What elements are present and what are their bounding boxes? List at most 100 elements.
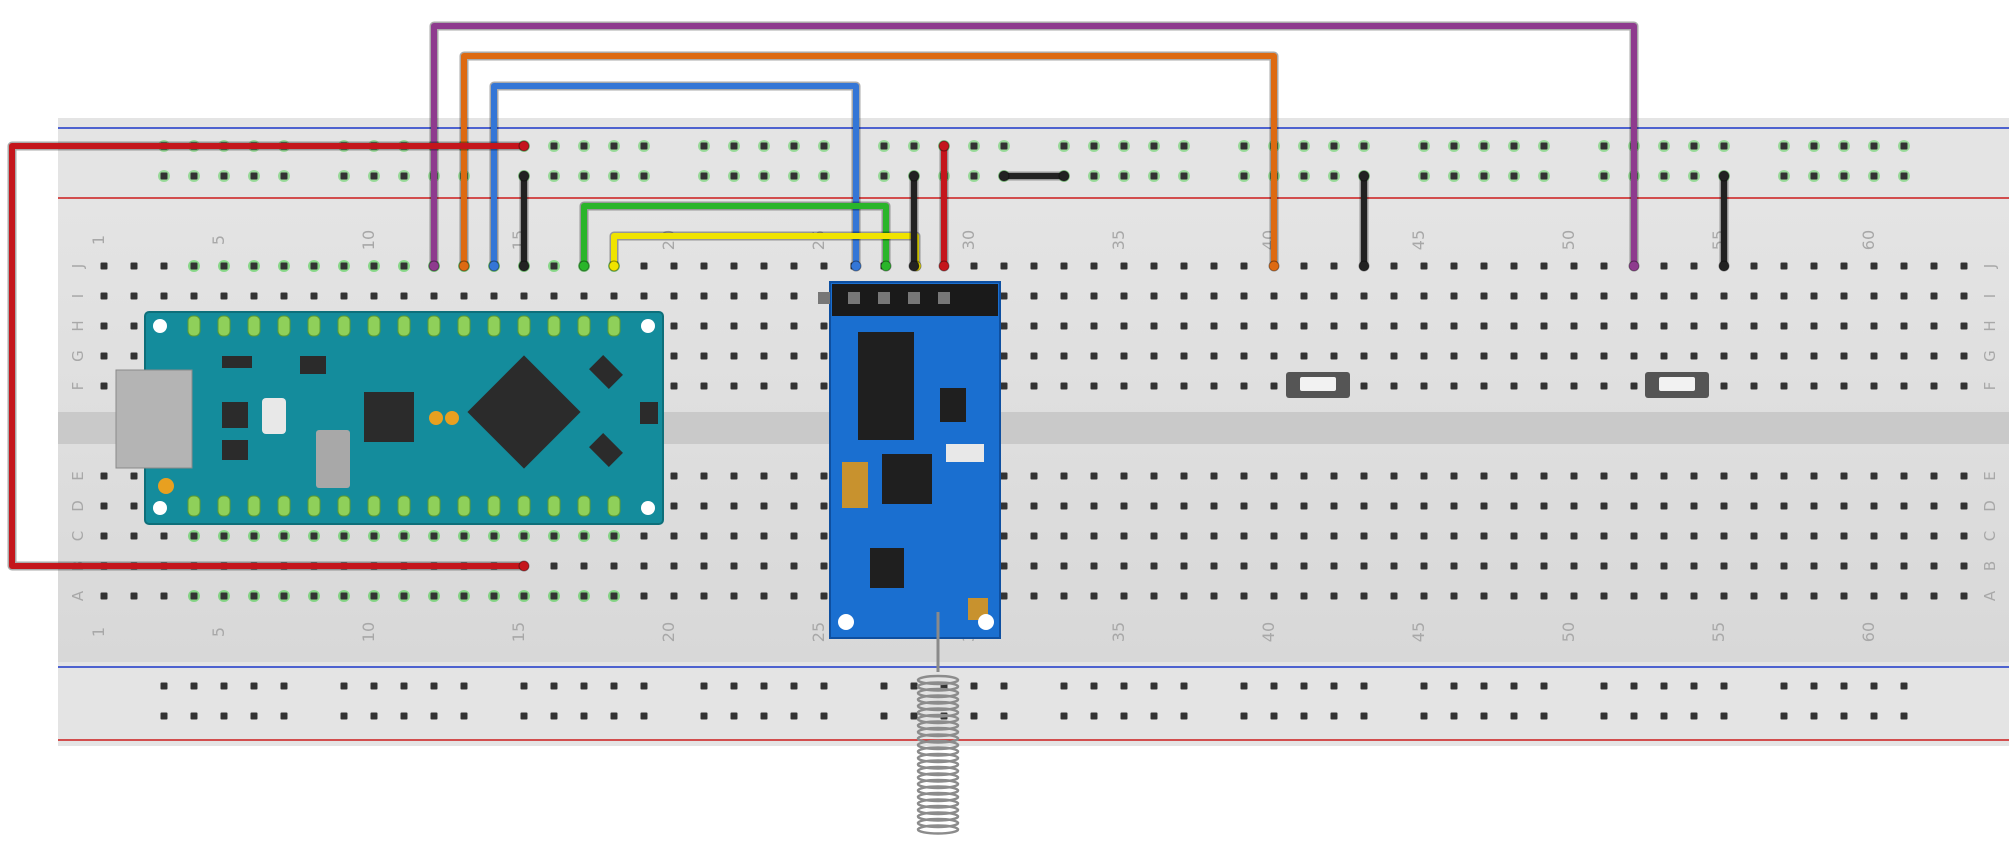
rail-hole: [1300, 142, 1308, 150]
breadboard-hole: [550, 562, 558, 570]
breadboard-hole: [1270, 502, 1278, 510]
breadboard-hole: [1810, 472, 1818, 480]
rail-hole: [220, 712, 228, 720]
rail-hole: [280, 172, 288, 180]
row-letter-label: F: [1981, 382, 1999, 391]
breadboard-hole: [1600, 322, 1608, 330]
breadboard-hole: [1450, 562, 1458, 570]
nano-pin: [277, 495, 291, 517]
breadboard-hole: [1840, 322, 1848, 330]
breadboard-hole: [1720, 472, 1728, 480]
breadboard-hole: [1540, 502, 1548, 510]
breadboard-hole: [1870, 292, 1878, 300]
breadboard-hole: [1000, 472, 1008, 480]
push-button-1[interactable]: [1286, 372, 1350, 398]
breadboard-hole: [1150, 532, 1158, 540]
breadboard-hole: [1360, 382, 1368, 390]
rail-hole: [550, 142, 558, 150]
breadboard-hole: [1060, 502, 1068, 510]
breadboard-hole: [730, 352, 738, 360]
breadboard-hole: [1300, 472, 1308, 480]
rail-hole: [340, 712, 348, 720]
breadboard-hole: [700, 322, 708, 330]
rail-hole: [1870, 712, 1878, 720]
breadboard-hole: [1660, 562, 1668, 570]
breadboard-hole: [1060, 562, 1068, 570]
breadboard-hole: [760, 262, 768, 270]
nano-pin: [577, 495, 591, 517]
rail-hole: [1540, 172, 1548, 180]
breadboard-hole: [1600, 352, 1608, 360]
rail-hole: [340, 682, 348, 690]
rf-pin: [818, 292, 830, 304]
rail-hole: [1870, 142, 1878, 150]
breadboard-hole: [130, 532, 138, 540]
breadboard-hole: [1420, 352, 1428, 360]
breadboard-hole: [490, 532, 498, 540]
breadboard-hole: [1780, 382, 1788, 390]
rf-pin: [848, 292, 860, 304]
breadboard-hole: [1450, 472, 1458, 480]
breadboard-hole: [1930, 322, 1938, 330]
rail-hole: [1270, 712, 1278, 720]
rail-hole: [1420, 712, 1428, 720]
breadboard-hole: [190, 532, 198, 540]
nano-pin: [397, 495, 411, 517]
rail-hole: [1330, 682, 1338, 690]
breadboard-hole: [610, 292, 618, 300]
breadboard-hole: [130, 472, 138, 480]
breadboard-hole: [1240, 502, 1248, 510]
row-letter-label: E: [69, 471, 87, 480]
breadboard-hole: [1240, 352, 1248, 360]
breadboard-hole: [610, 532, 618, 540]
breadboard-hole: [1270, 352, 1278, 360]
breadboard-hole: [790, 382, 798, 390]
nano-pin: [247, 495, 261, 517]
breadboard-hole: [1360, 562, 1368, 570]
breadboard-hole: [1060, 352, 1068, 360]
breadboard-hole: [1810, 382, 1818, 390]
rail-hole: [550, 712, 558, 720]
breadboard-hole: [1750, 292, 1758, 300]
breadboard-hole: [670, 472, 678, 480]
breadboard-hole: [1840, 292, 1848, 300]
breadboard-hole: [1540, 592, 1548, 600]
breadboard-hole: [1660, 532, 1668, 540]
row-letter-label: J: [1981, 264, 1999, 269]
rail-hole: [700, 142, 708, 150]
breadboard-hole: [1060, 472, 1068, 480]
breadboard-hole: [1720, 382, 1728, 390]
rail-hole: [700, 172, 708, 180]
rail-hole: [460, 712, 468, 720]
breadboard-hole: [1000, 502, 1008, 510]
breadboard-hole: [670, 352, 678, 360]
breadboard-hole: [1810, 532, 1818, 540]
push-button-2[interactable]: [1645, 372, 1709, 398]
breadboard-hole: [1480, 562, 1488, 570]
breadboard-hole: [1390, 382, 1398, 390]
rail-hole: [1630, 712, 1638, 720]
breadboard-hole: [1900, 562, 1908, 570]
rail-hole: [400, 712, 408, 720]
rail-hole: [1120, 142, 1128, 150]
breadboard-hole: [1000, 322, 1008, 330]
breadboard-hole: [1210, 532, 1218, 540]
breadboard-hole: [1900, 352, 1908, 360]
breadboard-hole: [1810, 322, 1818, 330]
breadboard-hole: [760, 292, 768, 300]
rail-hole: [1420, 172, 1428, 180]
breadboard-hole: [1780, 502, 1788, 510]
breadboard-hole: [1510, 292, 1518, 300]
rail-hole: [1840, 172, 1848, 180]
breadboard-hole: [1450, 532, 1458, 540]
nano-pin: [487, 495, 501, 517]
breadboard-hole: [370, 592, 378, 600]
breadboard-hole: [1600, 592, 1608, 600]
rail-hole: [1270, 682, 1278, 690]
column-number-label: 50: [1559, 622, 1578, 642]
rail-hole: [970, 682, 978, 690]
breadboard-hole: [1450, 292, 1458, 300]
breadboard-hole: [1030, 532, 1038, 540]
nano-pin: [337, 495, 351, 517]
breadboard-hole: [1000, 382, 1008, 390]
